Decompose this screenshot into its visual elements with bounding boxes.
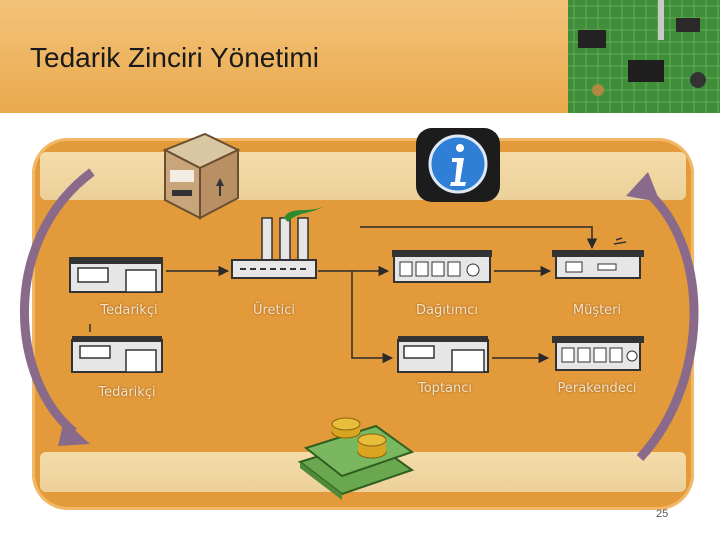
customer-house — [552, 238, 644, 278]
supplier-building-1 — [70, 258, 162, 292]
label-customer: Müşteri — [560, 296, 634, 324]
factory-icon — [232, 206, 324, 278]
label-supplier-2: Tedarikçi — [82, 378, 172, 406]
retailer-building-2 — [552, 336, 644, 370]
arrow-to-wholesaler — [352, 271, 392, 358]
info-icon — [416, 128, 500, 202]
label-wholesaler: Toptancı — [408, 374, 482, 402]
label-supplier-1: Tedarikçi — [84, 296, 174, 324]
page-number: 25 — [656, 508, 668, 520]
right-curved-arrow — [640, 186, 694, 458]
arrow-to-customer — [360, 227, 592, 248]
money-stack-icon — [300, 418, 412, 500]
wholesaler-building — [398, 336, 488, 372]
package-box-icon — [165, 134, 238, 218]
label-retailer-2: Perakendeci — [550, 374, 644, 402]
right-arrowhead — [626, 172, 660, 202]
supplier-building-2 — [72, 336, 162, 372]
distributor-building — [392, 250, 492, 282]
label-manufacturer: Üretici — [240, 296, 308, 324]
label-distributor: Dağıtımcı — [400, 296, 494, 324]
